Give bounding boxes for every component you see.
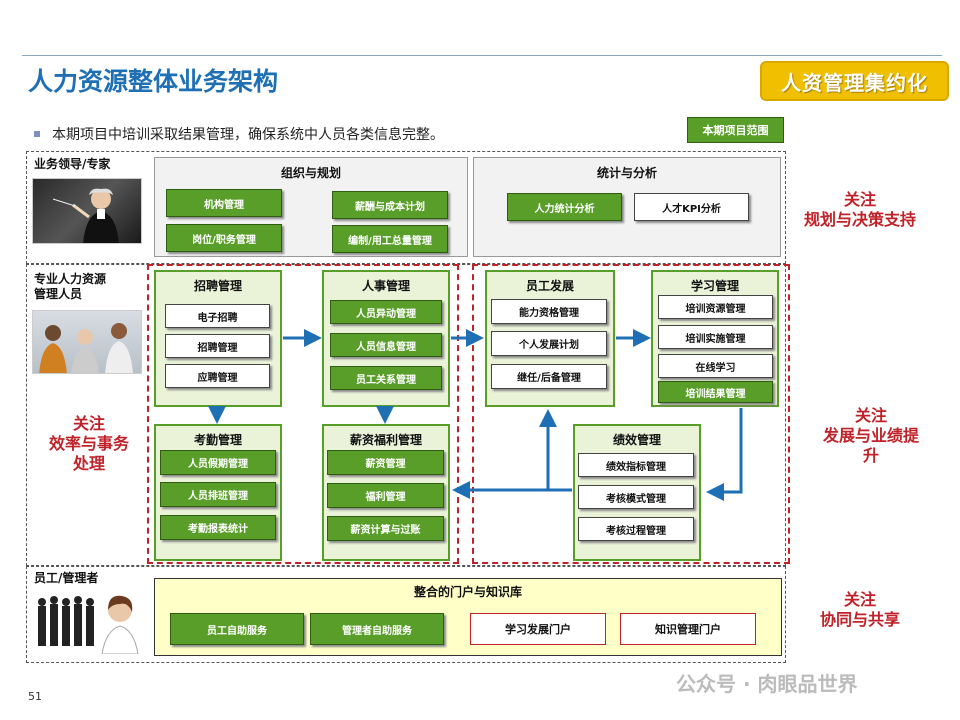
employees-row (26, 566, 786, 663)
headcount-mgmt-button[interactable]: 编制/用工总量管理 (332, 225, 448, 253)
focus-development: 关注 发展与业绩提 升 (822, 406, 919, 465)
row-label-leaders: 业务领导/专家 (34, 157, 111, 171)
row-label-employees: 员工/管理者 (34, 571, 99, 585)
salary-plan-button[interactable]: 薪酬与成本计划 (332, 191, 448, 219)
employees-photo (32, 588, 142, 654)
bullet-marker (34, 131, 40, 137)
recruit-title: 招聘管理 (193, 279, 242, 293)
e-recruit-button[interactable]: 电子招聘 (165, 304, 270, 328)
talent-kpi-button[interactable]: 人才KPI分析 (634, 193, 749, 221)
leaders-row (26, 151, 786, 264)
page-number: 51 (28, 690, 42, 703)
payroll-title: 薪资福利管理 (349, 433, 422, 447)
position-mgmt-button[interactable]: 岗位/职务管理 (166, 224, 282, 252)
focus-efficiency: 关注 效率与事务 处理 (48, 414, 129, 473)
attendance-title: 考勤管理 (193, 433, 242, 447)
scope-left (147, 264, 459, 564)
shift-mgmt-button[interactable]: 人员排班管理 (160, 482, 276, 507)
training-result-button[interactable]: 培训结果管理 (658, 381, 773, 403)
employee-relations-button[interactable]: 员工关系管理 (330, 366, 442, 390)
manager-self-service-button[interactable]: 管理者自助服务 (310, 613, 444, 645)
recruit-mgmt-button[interactable]: 招聘管理 (165, 334, 270, 358)
training-resource-button[interactable]: 培训资源管理 (658, 295, 773, 319)
welfare-mgmt-button[interactable]: 福利管理 (327, 483, 444, 508)
training-impl-button[interactable]: 培训实施管理 (658, 325, 773, 349)
development-title: 员工发展 (525, 279, 574, 293)
arrow-learning-performance (706, 408, 743, 501)
applicant-mgmt-button[interactable]: 应聘管理 (165, 364, 270, 388)
scope-right (472, 264, 790, 564)
stats-title: 统计与分析 (596, 166, 657, 180)
watermark: 公众号 · 肉眼品世界 (676, 672, 858, 696)
personnel-info-button[interactable]: 人员信息管理 (330, 333, 442, 357)
succession-mgmt-button[interactable]: 继任/后备管理 (491, 364, 607, 389)
salary-mgmt-button[interactable]: 薪资管理 (327, 450, 444, 475)
scope-legend: 本期项目范围 (687, 117, 784, 143)
payroll-posting-button[interactable]: 薪资计算与过账 (327, 516, 444, 541)
appraisal-mode-button[interactable]: 考核模式管理 (578, 485, 694, 509)
performance-title: 绩效管理 (612, 433, 661, 447)
row-label-hr-pro: 专业人力资源 管理人员 (34, 272, 107, 301)
competency-mgmt-button[interactable]: 能力资格管理 (491, 299, 607, 324)
header-divider (22, 55, 942, 56)
personnel-change-button[interactable]: 人员异动管理 (330, 300, 442, 324)
learning-portal-button[interactable]: 学习发展门户 (470, 613, 606, 645)
focus-planning: 关注 规划与决策支持 (803, 190, 916, 229)
org-mgmt-button[interactable]: 机构管理 (166, 189, 282, 217)
bullet-text: 本期项目中培训采取结果管理，确保系统中人员各类信息完整。 (52, 127, 444, 143)
arrow-performance-development (539, 409, 572, 492)
page-title: 人力资源整体业务架构 (28, 67, 279, 96)
leader-photo (32, 178, 142, 244)
portal-title: 整合的门户与知识库 (413, 585, 522, 599)
personnel-title: 人事管理 (361, 279, 410, 293)
leave-mgmt-button[interactable]: 人员假期管理 (160, 450, 276, 475)
perf-indicator-button[interactable]: 绩效指标管理 (578, 453, 694, 477)
hr-stats-button[interactable]: 人力统计分析 (507, 193, 622, 221)
learning-title: 学习管理 (690, 279, 739, 293)
planning-title: 组织与规划 (280, 166, 341, 180)
brand-badge: 人资管理集约化 (760, 61, 949, 101)
knowledge-portal-button[interactable]: 知识管理门户 (620, 613, 756, 645)
attendance-report-button[interactable]: 考勤报表统计 (160, 515, 276, 540)
online-learning-button[interactable]: 在线学习 (658, 354, 773, 378)
appraisal-process-button[interactable]: 考核过程管理 (578, 517, 694, 541)
employee-self-service-button[interactable]: 员工自助服务 (170, 613, 304, 645)
focus-collab: 关注 协同与共享 (819, 590, 900, 629)
dev-plan-button[interactable]: 个人发展计划 (491, 331, 607, 356)
hr-team-photo (32, 310, 142, 374)
